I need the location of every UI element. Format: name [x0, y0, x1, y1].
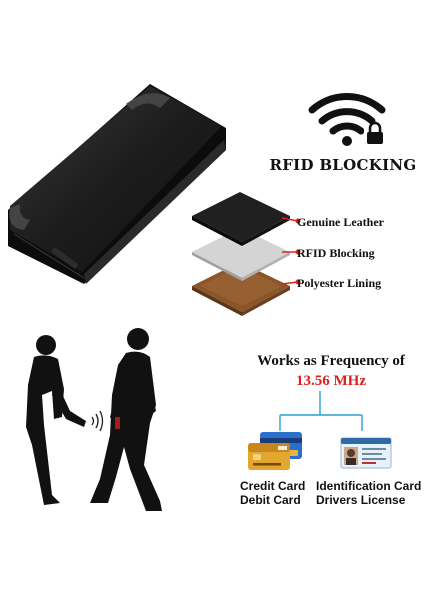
frequency-value: 13.56 MHz: [296, 373, 366, 389]
silhouette-right-person: [90, 328, 162, 511]
layer-rfid: [192, 228, 290, 278]
rfid-heading: RFID BLOCKING: [269, 156, 417, 174]
id-card-line2: Drivers License: [316, 493, 406, 507]
credit-card-image: [248, 432, 302, 470]
frequency-connector: [279, 391, 363, 431]
wallet-emboss: [51, 247, 78, 269]
id-card-caption: Identification Card Drivers License: [316, 479, 424, 507]
frequency-heading: Works as Frequency of: [257, 353, 405, 369]
silhouette-left-person: [26, 335, 86, 505]
id-card-image: [340, 437, 392, 469]
credit-card-line2: Debit Card: [240, 493, 301, 507]
layer-stack: [192, 192, 301, 316]
wallet-image: [8, 84, 226, 284]
layer-leather: [192, 192, 290, 242]
wifi-lock-icon: [308, 93, 386, 146]
silhouettes-illustration: [26, 328, 162, 511]
id-card-line1: Identification Card: [316, 479, 422, 493]
layer-label-lining: Polyester Lining: [297, 276, 382, 290]
layer-label-rfid: RFID Blocking: [297, 246, 375, 260]
credit-card-caption: Credit Card Debit Card: [240, 479, 314, 507]
credit-card-line1: Credit Card: [240, 479, 306, 493]
layer-label-leather: Genuine Leather: [297, 215, 384, 229]
